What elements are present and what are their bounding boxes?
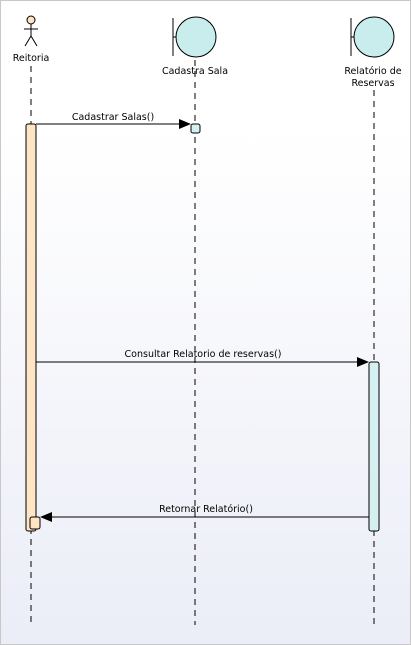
arrowhead-icon: [357, 357, 369, 367]
message-cadastrar-salas[interactable]: Cadastrar Salas(): [36, 112, 191, 129]
boundary-cadastra-sala[interactable]: Cadastra Sala: [162, 16, 228, 77]
actor-label: Reitoria: [13, 53, 50, 64]
boundary-label: Cadastra Sala: [162, 66, 228, 77]
message-retornar-relatorio[interactable]: Retornar Relatório(): [40, 504, 369, 522]
boundary-label-line2: Reservas: [351, 78, 394, 89]
activation-relatorio: [368, 361, 380, 532]
message-label: Cadastrar Salas(): [72, 112, 154, 123]
message-label: Consultar Relatorio de reservas(): [125, 349, 282, 360]
boundary-relatorio-reservas[interactable]: Relatório de Reservas: [344, 16, 402, 89]
activation-cadastra-sala: [190, 123, 201, 134]
actor-reitoria[interactable]: Reitoria: [13, 15, 50, 64]
message-label: Retornar Relatório(): [159, 504, 253, 515]
boundary-icon: [350, 16, 395, 58]
arrowhead-icon: [179, 119, 191, 129]
boundary-icon: [172, 16, 217, 58]
arrowhead-icon: [40, 512, 52, 522]
activation-reitoria-return: [29, 516, 41, 530]
stick-figure-icon: [24, 15, 38, 47]
activation-reitoria: [25, 123, 37, 532]
boundary-label-line1: Relatório de: [344, 66, 401, 77]
message-consultar-relatorio[interactable]: Consultar Relatorio de reservas(): [36, 349, 369, 367]
